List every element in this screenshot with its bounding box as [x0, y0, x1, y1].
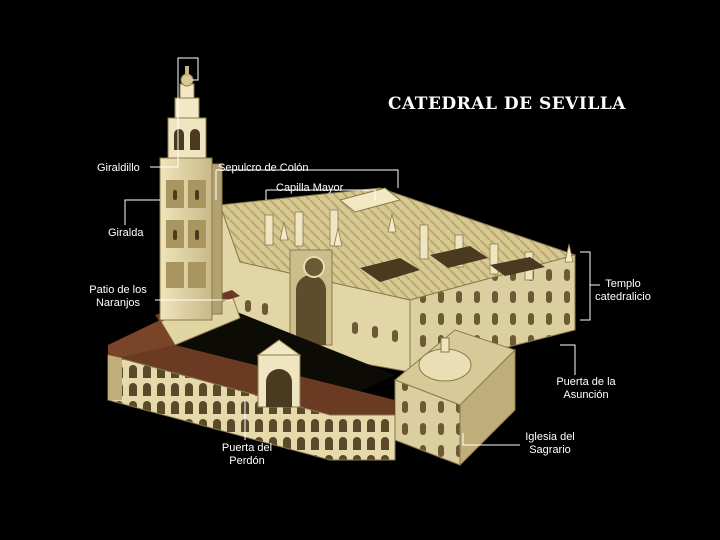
label-puerta-del-perdon: Puerta del Perdón	[215, 442, 279, 468]
label-patio-de-los-naranjos: Patio de los Naranjos	[88, 284, 148, 310]
diagram-title: CATEDRAL DE SEVILLA	[388, 94, 626, 114]
label-sepulcro-de-colon: Sepulcro de Colón	[218, 162, 309, 174]
label-asuncion-line1: Puerta de la	[556, 376, 616, 388]
label-giraldillo: Giraldillo	[97, 162, 140, 174]
label-templo-catedralicio: Templo catedralicio	[588, 278, 658, 304]
label-asuncion-line2: Asunción	[563, 389, 609, 401]
label-puerta-de-la-asuncion: Puerta de la Asunción	[546, 376, 626, 402]
label-patio-line1: Patio de los	[89, 284, 147, 296]
iglesia-del-sagrario	[394, 329, 516, 467]
label-templo-line2: catedralicio	[595, 291, 651, 303]
label-patio-line2: Naranjos	[95, 297, 141, 309]
label-perdon-line1: Puerta del	[221, 442, 273, 454]
patio-de-los-naranjos	[107, 290, 396, 461]
label-iglesia-line1: Iglesia del	[525, 431, 575, 443]
label-templo-line1: Templo	[605, 278, 641, 290]
leader-lines	[124, 57, 600, 446]
giralda-tower	[159, 66, 223, 321]
label-giralda: Giralda	[108, 227, 144, 239]
label-iglesia-line2: Sagrario	[529, 444, 571, 456]
label-capilla-mayor: Capilla Mayor	[276, 182, 344, 194]
label-iglesia-del-sagrario: Iglesia del Sagrario	[512, 431, 588, 457]
label-perdon-line2: Perdón	[229, 455, 265, 467]
